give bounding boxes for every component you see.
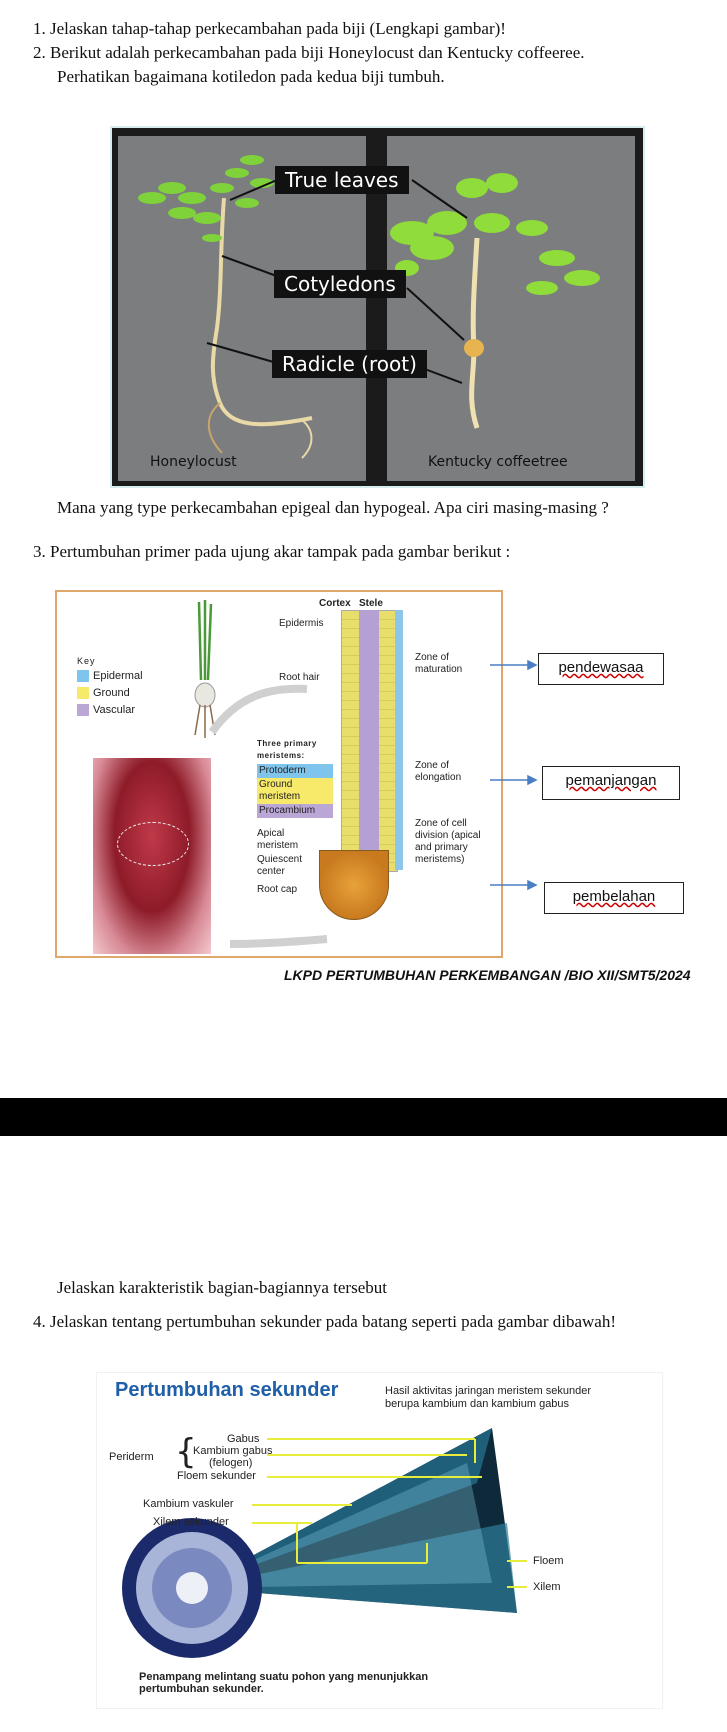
label-apical-meristem: Apical meristem xyxy=(257,828,299,851)
answer-maturation: pendewasaa xyxy=(558,659,644,676)
label-felogen: (felogen) xyxy=(209,1457,253,1469)
answer-division: pembelahan xyxy=(572,888,656,905)
answer-box-maturation: pendewasaa xyxy=(538,653,664,685)
seedlings-illustration xyxy=(138,155,600,459)
label-floem: Floem xyxy=(533,1555,564,1567)
question-2-prompt: Mana yang type perkecambahan epigeal dan… xyxy=(57,498,609,517)
secondary-title: Pertumbuhan sekunder xyxy=(115,1379,339,1401)
secondary-growth-figure: Pertumbuhan sekunder Hasil aktivitas jar… xyxy=(96,1372,663,1709)
meristem-legend: Three primary meristems: Protoderm Groun… xyxy=(257,738,333,818)
label-xilem: Xilem xyxy=(533,1581,561,1593)
secondary-subtitle-1: Hasil aktivitas jaringan meristem sekund… xyxy=(385,1385,592,1397)
caption-line-2: pertumbuhan sekunder. xyxy=(139,1683,264,1695)
caption-line-1: Penampang melintang suatu pohon yang men… xyxy=(139,1671,429,1683)
key-title: Key xyxy=(77,656,96,666)
label-root-hair: Root hair xyxy=(279,672,320,683)
label-quiescent-center: Quiescent center xyxy=(257,854,303,877)
label-floem-sekunder: Floem sekunder xyxy=(177,1470,256,1482)
label-procambium: Procambium xyxy=(257,804,333,818)
question-2-line-2: Perhatikan bagaimana kotiledon pada kedu… xyxy=(57,67,445,86)
key-epidermal: Epidermal xyxy=(93,669,143,682)
question-3: 3. Pertumbuhan primer pada ujung akar ta… xyxy=(33,542,511,561)
stele-column xyxy=(359,610,379,870)
label-zone-division: Zone of cell division (apical and primar… xyxy=(415,818,481,865)
label-xilem-sekunder: Xilem sekunder xyxy=(153,1516,229,1528)
vascular-swatch xyxy=(77,703,89,716)
stem-cross-section xyxy=(122,1428,527,1658)
label-ground-meristem: Ground meristem xyxy=(257,778,333,804)
question-2-line-1: 2. Berikut adalah perkecambahan pada bij… xyxy=(33,43,585,62)
key-list: Epidermal Ground Vascular xyxy=(77,667,143,718)
question-1: 1. Jelaskan tahap-tahap perkecambahan pa… xyxy=(33,19,506,38)
key-ground: Ground xyxy=(93,686,130,699)
root-tip-figure: Key Epidermal Ground Vascular Cortex Ste… xyxy=(55,590,503,958)
grey-arrow-up xyxy=(208,684,308,735)
label-three-primary: Three primary meristems: xyxy=(257,739,317,760)
root-cap-shape xyxy=(319,850,389,920)
periderm-brace: { xyxy=(175,1432,197,1472)
label-cortex: Cortex xyxy=(319,598,351,609)
answer-box-elongation: pemanjangan xyxy=(542,766,680,800)
label-gabus: Gabus xyxy=(227,1433,260,1445)
ground-swatch xyxy=(77,686,89,699)
label-epidermis: Epidermis xyxy=(279,618,324,629)
question-4: 4. Jelaskan tentang pertumbuhan sekunder… xyxy=(33,1312,616,1331)
label-radicle: Radicle (root) xyxy=(272,350,427,378)
label-periderm: Periderm xyxy=(109,1451,154,1463)
label-honeylocust: Honeylocust xyxy=(150,454,237,470)
label-kambium-vaskuler: Kambium vaskuler xyxy=(143,1498,234,1510)
page-footer: LKPD PERTUMBUHAN PERKEMBANGAN /BIO XII/S… xyxy=(284,967,691,983)
label-stele: Stele xyxy=(359,598,383,609)
label-cotyledons: Cotyledons xyxy=(274,270,406,298)
answer-box-division: pembelahan xyxy=(544,882,684,914)
answer-elongation: pemanjangan xyxy=(565,772,657,789)
secondary-subtitle-2: berupa kambium dan kambium gabus xyxy=(385,1398,570,1410)
label-protoderm: Protoderm xyxy=(257,764,333,778)
epidermis-column xyxy=(395,610,403,870)
epidermal-swatch xyxy=(77,669,89,682)
micrograph-highlight xyxy=(117,822,189,866)
label-root-cap: Root cap xyxy=(257,884,298,895)
zone-arrows xyxy=(490,659,538,891)
grey-arrow-down xyxy=(229,935,328,948)
label-kentucky-coffeetree: Kentucky coffeetree xyxy=(428,454,568,470)
onion-illustration xyxy=(194,600,216,738)
question-3-followup: Jelaskan karakteristik bagian-bagiannya … xyxy=(57,1278,387,1297)
key-vascular: Vascular xyxy=(93,703,135,716)
label-zone-maturation: Zone of maturation xyxy=(415,652,463,675)
label-kambium-gabus: Kambium gabus xyxy=(193,1445,273,1457)
germination-photo: True leaves Cotyledons Radicle (root) Ho… xyxy=(110,126,645,488)
label-true-leaves: True leaves xyxy=(275,166,409,194)
page-separator xyxy=(0,1098,727,1136)
label-zone-elongation: Zone of elongation xyxy=(415,760,462,783)
